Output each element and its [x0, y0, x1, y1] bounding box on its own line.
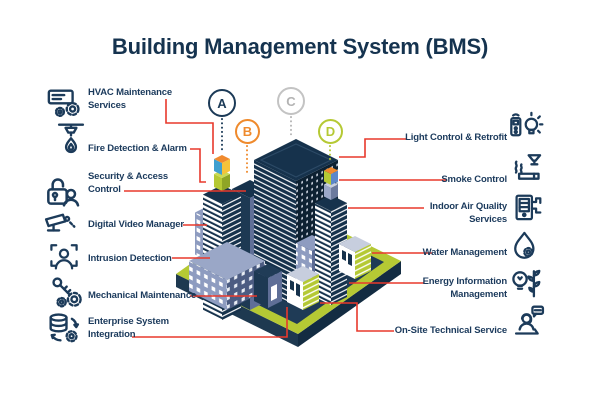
hvac-icon: [46, 84, 84, 127]
service-label-mechanical: Mechanical Maintenance: [88, 290, 197, 301]
service-label-security: Security & Access Control: [88, 171, 169, 195]
marker-a: A: [208, 89, 236, 117]
service-label-air-quality: Indoor Air Quality Services: [429, 201, 507, 225]
building-front-dark: [254, 264, 282, 308]
intrusion-detection-icon: [46, 239, 82, 280]
video-camera-icon: [42, 207, 80, 250]
service-label-video: Digital Video Manager: [88, 219, 184, 230]
fire-detection-icon: [52, 119, 90, 162]
service-label-enterprise: Enterprise System Integration: [88, 316, 169, 340]
marker-c: C: [277, 87, 305, 115]
smoke-control-icon: [508, 150, 545, 192]
building-mid-offices: [189, 242, 265, 310]
energy-information-icon: [508, 266, 545, 308]
service-label-hvac: HVAC Maintenance Services: [88, 87, 172, 111]
air-quality-icon: [510, 190, 546, 231]
mechanical-maintenance-icon: [48, 273, 86, 316]
service-label-smoke: Smoke Control: [441, 174, 507, 185]
marker-b: B: [235, 119, 260, 144]
service-label-onsite: On-Site Technical Service: [394, 325, 507, 336]
light-control-icon: [508, 110, 544, 151]
building-green-center: [287, 266, 319, 310]
service-label-water: Water Management: [422, 247, 508, 258]
connector-lines: [124, 99, 446, 338]
marker-leader-lines: [221, 116, 331, 177]
service-label-fire: Fire Detection & Alarm: [88, 143, 187, 154]
service-label-light: Light Control & Retrofit: [405, 132, 507, 143]
enterprise-integration-icon: [44, 309, 82, 352]
page-title: Building Management System (BMS): [111, 34, 489, 59]
water-management-icon: [507, 229, 543, 270]
building-green-right: [339, 236, 371, 279]
security-access-icon: [44, 173, 84, 218]
service-label-energy: Energy Information Management: [422, 276, 508, 300]
service-label-intrusion: Intrusion Detection: [88, 253, 172, 264]
marker-d: D: [318, 119, 343, 144]
technical-service-icon: [509, 303, 546, 345]
